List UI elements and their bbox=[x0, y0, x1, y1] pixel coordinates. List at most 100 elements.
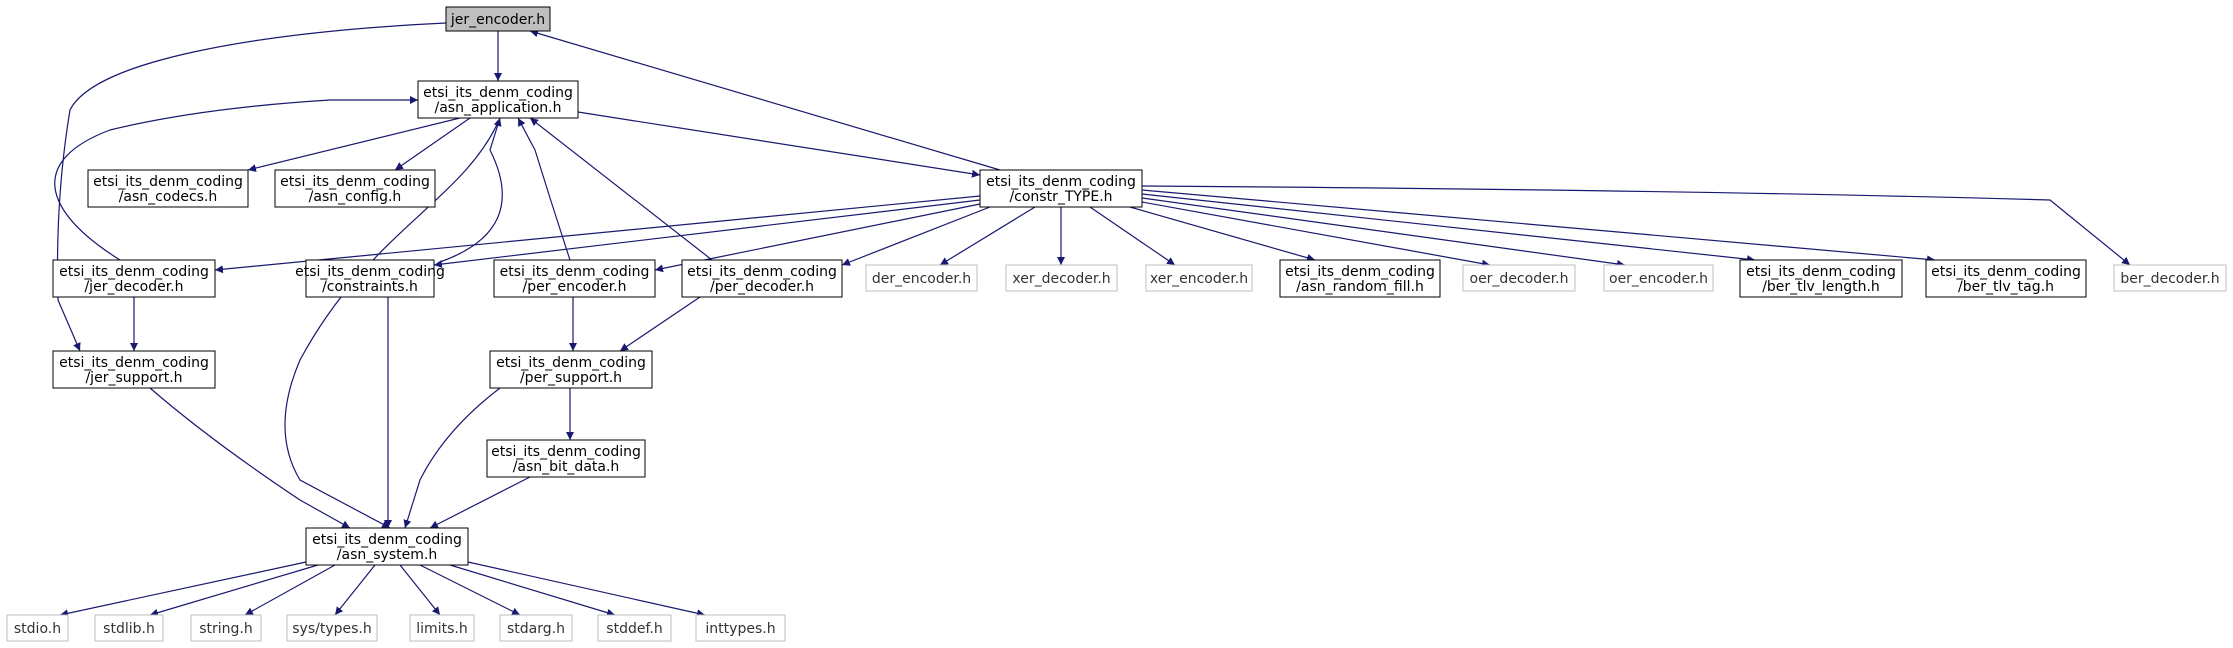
node-asn-bit-data[interactable]: etsi_its_denm_coding/asn_bit_data.h bbox=[486, 439, 646, 478]
node-box bbox=[190, 614, 262, 642]
edge-jer_decoder-to-asn_application bbox=[54, 96, 418, 261]
node-label-line: /asn_bit_data.h bbox=[513, 459, 620, 475]
node-label-line: /jer_support.h bbox=[85, 370, 182, 386]
node-box bbox=[286, 614, 378, 642]
node-box bbox=[489, 350, 653, 389]
node-label-line: etsi_its_denm_coding bbox=[500, 264, 650, 280]
edge-asn_system-to-limits bbox=[399, 564, 441, 616]
node-label-line: /ber_tlv_length.h bbox=[1762, 279, 1880, 295]
node-box bbox=[1925, 259, 2087, 298]
edge-constr_TYPE-to-der_encoder bbox=[939, 206, 1036, 266]
node-ber-tlv-tag[interactable]: etsi_its_denm_coding/ber_tlv_tag.h bbox=[1925, 259, 2087, 298]
edge-constraints-to-asn_application bbox=[439, 117, 503, 263]
node-stddef: stddef.h bbox=[597, 614, 672, 642]
node-label-line: /asn_config.h bbox=[309, 189, 402, 205]
node-label-line: stdarg.h bbox=[507, 621, 565, 637]
node-label-line: oer_encoder.h bbox=[1609, 271, 1708, 287]
node-box bbox=[1279, 259, 1441, 298]
node-box bbox=[445, 6, 551, 32]
node-constr-TYPE[interactable]: etsi_its_denm_coding/constr_TYPE.h bbox=[979, 169, 1143, 208]
edge-asn_system-to-sys_types bbox=[334, 564, 376, 616]
node-label-line: etsi_its_denm_coding bbox=[986, 174, 1136, 190]
node-stdlib: stdlib.h bbox=[94, 614, 164, 642]
node-label-line: stdio.h bbox=[14, 621, 61, 637]
node-per-support[interactable]: etsi_its_denm_coding/per_support.h bbox=[489, 350, 653, 389]
node-box bbox=[274, 169, 436, 208]
node-box bbox=[305, 259, 435, 298]
node-box bbox=[681, 259, 843, 298]
node-asn-config[interactable]: etsi_its_denm_coding/asn_config.h bbox=[274, 169, 436, 208]
node-label-line: etsi_its_denm_coding bbox=[687, 264, 837, 280]
node-label-line: etsi_its_denm_coding bbox=[59, 264, 209, 280]
node-box bbox=[52, 259, 216, 298]
node-label-line: xer_encoder.h bbox=[1150, 271, 1248, 287]
node-label-line: /constr_TYPE.h bbox=[1009, 189, 1112, 205]
node-label-line: der_encoder.h bbox=[872, 271, 971, 287]
node-label-line: /asn_system.h bbox=[337, 547, 437, 563]
node-label-line: jer_encoder.h bbox=[450, 12, 545, 28]
node-jer-decoder[interactable]: etsi_its_denm_coding/jer_decoder.h bbox=[52, 259, 216, 298]
node-jer-encoder[interactable]: jer_encoder.h bbox=[445, 6, 551, 32]
node-ber-tlv-length[interactable]: etsi_its_denm_coding/ber_tlv_length.h bbox=[1739, 259, 1903, 298]
node-label-line: /ber_tlv_tag.h bbox=[1958, 279, 2054, 295]
node-box bbox=[1462, 264, 1576, 292]
node-stdio: stdio.h bbox=[6, 614, 69, 642]
node-limits: limits.h bbox=[409, 614, 475, 642]
node-constraints[interactable]: etsi_its_denm_coding/constraints.h bbox=[295, 259, 445, 298]
node-asn-system[interactable]: etsi_its_denm_coding/asn_system.h bbox=[305, 527, 469, 566]
edge-constr_TYPE-to-per_encoder bbox=[654, 203, 981, 273]
edge-asn_system-to-stdio bbox=[59, 561, 307, 618]
edge-layer bbox=[54, 22, 2131, 618]
node-label-line: /per_support.h bbox=[520, 370, 622, 386]
edge-asn_system-to-stdlib bbox=[149, 564, 319, 617]
node-ber-decoder: ber_decoder.h bbox=[2113, 264, 2227, 292]
node-box bbox=[87, 169, 249, 208]
node-box bbox=[94, 614, 164, 642]
edge-asn_system-to-stddef bbox=[449, 564, 616, 617]
node-der-encoder: der_encoder.h bbox=[865, 264, 978, 292]
node-box bbox=[979, 169, 1143, 208]
edge-asn_system-to-stdarg bbox=[419, 564, 521, 616]
node-box bbox=[493, 259, 656, 298]
node-per-decoder[interactable]: etsi_its_denm_coding/per_decoder.h bbox=[681, 259, 843, 298]
edge-asn_system-to-inttypes bbox=[467, 561, 706, 618]
node-asn-application[interactable]: etsi_its_denm_coding/asn_application.h bbox=[417, 80, 579, 119]
edge-asn_system-to-string bbox=[244, 564, 336, 616]
node-label-line: etsi_its_denm_coding bbox=[93, 174, 243, 190]
node-per-encoder[interactable]: etsi_its_denm_coding/per_encoder.h bbox=[493, 259, 656, 298]
edge-constr_TYPE-to-xer_encoder bbox=[1089, 206, 1176, 266]
node-label-line: ber_decoder.h bbox=[2120, 271, 2219, 287]
node-label-line: etsi_its_denm_coding bbox=[1285, 264, 1435, 280]
node-box bbox=[499, 614, 573, 642]
node-label-line: stddef.h bbox=[606, 621, 662, 637]
node-label-line: etsi_its_denm_coding bbox=[423, 85, 573, 101]
node-label-line: string.h bbox=[199, 621, 253, 637]
node-asn-random-fill[interactable]: etsi_its_denm_coding/asn_random_fill.h bbox=[1279, 259, 1441, 298]
edge-jer_encoder-to-jer_support bbox=[56, 22, 447, 352]
node-xer-decoder: xer_decoder.h bbox=[1005, 264, 1118, 292]
node-asn-codecs[interactable]: etsi_its_denm_coding/asn_codecs.h bbox=[87, 169, 249, 208]
node-label-line: stdlib.h bbox=[103, 621, 155, 637]
node-box bbox=[597, 614, 672, 642]
node-label-line: xer_decoder.h bbox=[1012, 271, 1110, 287]
node-oer-decoder: oer_decoder.h bbox=[1462, 264, 1576, 292]
edge-constr_TYPE-to-constraints bbox=[433, 199, 981, 269]
node-label-line: /per_encoder.h bbox=[522, 279, 626, 295]
edge-constr_TYPE-to-oer_encoder bbox=[1141, 197, 1626, 268]
node-label-line: inttypes.h bbox=[705, 621, 775, 637]
node-xer-encoder: xer_encoder.h bbox=[1145, 264, 1253, 292]
edge-constr_TYPE-to-ber_tlv_tag bbox=[1141, 189, 1936, 264]
node-box bbox=[417, 80, 579, 119]
edge-constr_TYPE-to-ber_tlv_length bbox=[1141, 193, 1756, 264]
node-label-line: sys/types.h bbox=[292, 621, 371, 637]
edge-constr_TYPE-to-asn_random_fill bbox=[1129, 206, 1316, 262]
node-label-line: etsi_its_denm_coding bbox=[59, 355, 209, 371]
node-box bbox=[695, 614, 786, 642]
node-jer-support[interactable]: etsi_its_denm_coding/jer_support.h bbox=[52, 350, 216, 389]
node-label-line: /asn_codecs.h bbox=[119, 189, 218, 205]
node-label-line: /asn_application.h bbox=[434, 100, 561, 116]
node-stdarg: stdarg.h bbox=[499, 614, 573, 642]
edge-jer_support-to-asn_system bbox=[149, 387, 351, 529]
node-label-line: etsi_its_denm_coding bbox=[280, 174, 430, 190]
edge-constr_TYPE-to-ber_decoder bbox=[1141, 185, 2131, 266]
